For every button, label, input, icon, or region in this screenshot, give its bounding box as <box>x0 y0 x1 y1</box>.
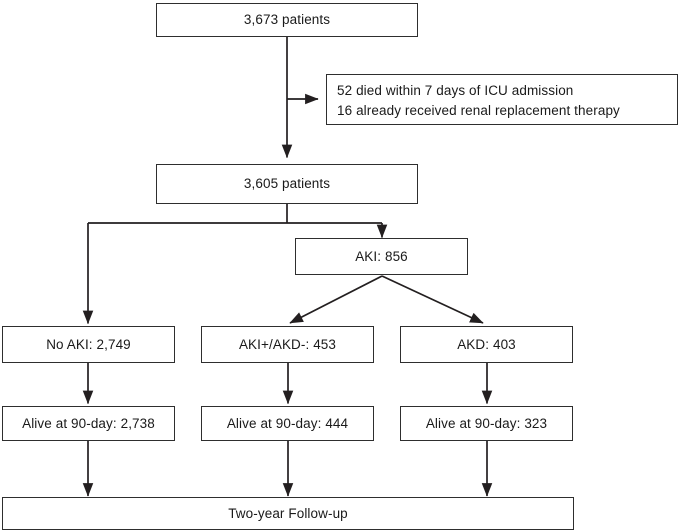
node-aki: AKI: 856 <box>295 238 468 275</box>
node-aki-label: AKI: 856 <box>355 248 408 264</box>
node-alive-akd-label: Alive at 90-day: 323 <box>425 415 548 431</box>
node-no-aki: No AKI: 2,749 <box>2 326 175 363</box>
node-alive-aki-pos: Alive at 90-day: 444 <box>201 406 374 441</box>
node-enrolled: 3,673 patients <box>156 3 418 37</box>
node-followup-label: Two-year Follow-up <box>228 505 348 521</box>
node-alive-no-aki: Alive at 90-day: 2,738 <box>2 406 175 441</box>
node-akd: AKD: 403 <box>400 326 573 363</box>
node-aki-pos-akd-neg: AKI+/AKD-: 453 <box>201 326 374 363</box>
node-akd-label: AKD: 403 <box>457 336 516 352</box>
connector-aki-to-aki-pos-akd-neg <box>289 275 383 324</box>
node-alive-aki-pos-label: Alive at 90-day: 444 <box>226 415 349 431</box>
node-enrolled-label: 3,673 patients <box>243 12 331 28</box>
node-excluded-line-1: 52 died within 7 days of ICU admission <box>337 83 574 98</box>
node-followup: Two-year Follow-up <box>2 497 574 530</box>
node-included: 3,605 patients <box>156 164 418 204</box>
node-alive-akd: Alive at 90-day: 323 <box>400 406 573 441</box>
node-included-label: 3,605 patients <box>243 176 331 192</box>
node-alive-no-aki-label: Alive at 90-day: 2,738 <box>22 415 155 431</box>
connector-aki-to-akd <box>381 275 484 324</box>
node-excluded-line-2: 16 already received renal replacement th… <box>337 102 620 118</box>
node-aki-pos-akd-neg-label: AKI+/AKD-: 453 <box>238 336 337 352</box>
node-no-aki-label: No AKI: 2,749 <box>46 336 131 352</box>
node-excluded: 52 died within 7 days of ICU admission 1… <box>326 74 678 125</box>
